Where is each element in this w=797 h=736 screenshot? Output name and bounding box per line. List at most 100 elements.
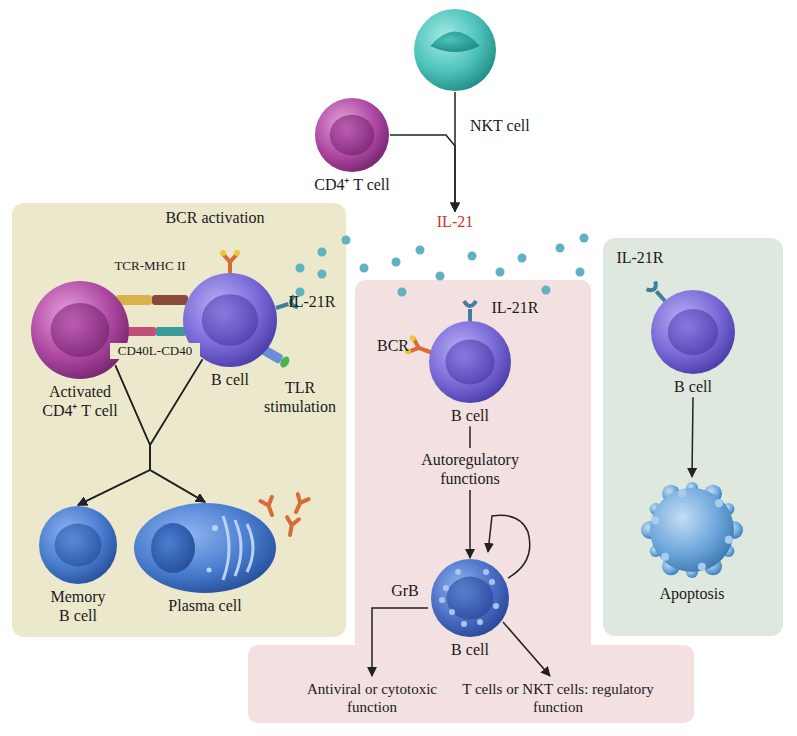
nucleus [445,339,494,384]
cell-body [39,506,117,584]
cell-shape [314,97,390,173]
cell-shape [428,320,512,404]
apoptotic-cell: Apoptosis [640,478,744,603]
granule [461,621,467,627]
nkt-cell: NKT cell [413,8,497,92]
connector-arrow [469,426,471,558]
receptor-label: TCR-MHC II [100,258,200,274]
granule [477,619,483,625]
cell-label: B cell [653,377,733,396]
nucleus [447,577,494,620]
receptor-label: CD40L-CD40 [110,343,200,359]
endoplasmic-reticulum [247,524,253,572]
receptor-label: IL-21R [485,298,545,317]
cell-body [31,281,129,379]
connector-arrow [115,365,205,502]
cytokine-name: IL-21 [433,212,477,231]
left-panel [12,203,346,637]
bleb [698,563,706,571]
cell-shape [650,289,736,375]
endoplasmic-reticulum [223,516,229,580]
memory-b-cell: Memory B cell [38,505,118,625]
cytokine-dots [296,234,589,297]
nucleus [330,115,374,156]
receptor-label: IL-21R [610,248,670,267]
middle-panel [355,280,591,660]
receptor-label: BCR [373,336,413,355]
granule [483,569,489,575]
cytokine-label: IL-21 [433,212,477,231]
connector-arrow [692,397,693,477]
cell-label: B cell [190,370,270,389]
cell-shape [133,502,277,594]
edge-label: Autoregulatory functions [414,448,526,490]
cell-shape [430,558,510,638]
cell-label: Apoptosis [642,584,742,603]
nucleus [51,303,110,357]
cell-label: Plasma cell [145,596,265,615]
endoplasmic-reticulum [235,520,241,576]
right-panel [603,238,783,636]
bleb [715,499,723,507]
bleb [651,516,659,524]
nucleus [202,294,258,346]
nucleus [668,309,718,355]
cell-shape [640,478,744,582]
connector-arrow [454,92,456,211]
output-arrow [503,622,550,676]
nucleus [430,32,479,52]
process-label: BCR activation [145,208,285,227]
granule [443,585,449,591]
plasma-cell: Plasma cell [133,502,277,615]
function-label: T cells or NKT cells: regulatory functio… [458,680,658,716]
connector-arrow [390,135,455,211]
output-arrow [372,608,428,676]
bleb [661,553,669,561]
vesicle [212,525,218,531]
cell-body [134,503,276,593]
cell-body [414,9,496,91]
cell-body [315,98,389,172]
cell-body [651,290,735,374]
granule [489,579,495,585]
granule [455,569,461,575]
t-cell: CD4⁺ T cell [297,97,407,194]
cell-shape [413,8,497,92]
bleb [678,489,686,497]
receptor-label: IL-21R [282,292,342,311]
cell-shape [30,280,130,380]
cell-body [429,321,511,403]
connector-arrow [78,359,202,505]
granule [439,597,445,603]
cell-label: B cell [430,406,510,425]
b-cell: B cell [182,272,278,389]
antibody-symbol [284,517,299,536]
cd40l-cd40-contact [126,327,186,336]
granule [493,603,499,609]
b-cell: B cell [650,289,736,396]
cell-label: Memory B cell [49,587,107,625]
cell-label: NKT cell [470,116,530,135]
function-label: Antiviral or cytotoxic function [307,680,437,716]
cell-label: CD4⁺ T cell [297,175,407,194]
b-cell: B cell [430,558,510,659]
nucleus [55,524,102,567]
antibody-symbol [261,497,278,517]
vesicle [207,568,212,573]
b-cell: B cell [428,320,512,425]
tcr-mhc-contact [116,295,188,305]
bcr-symbol [220,250,240,274]
molecule-label: GrB [385,581,425,600]
cell-shape [38,505,118,585]
cell-body [650,488,734,572]
cell-label: B cell [430,640,510,659]
antibody-symbol [291,494,309,514]
cell-body [431,559,509,637]
granule [449,609,455,615]
process-label: TLR stimulation [258,378,343,416]
receptor-symbol [464,301,476,322]
bleb [725,536,733,544]
